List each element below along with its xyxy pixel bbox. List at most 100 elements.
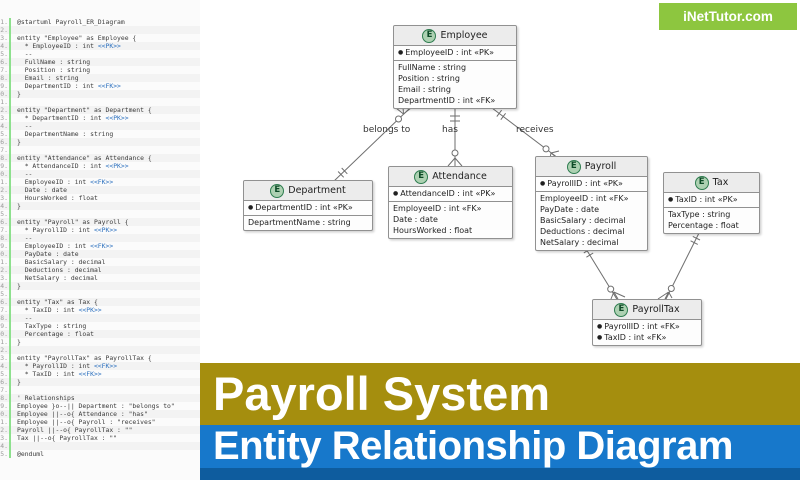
code-line: 54. xyxy=(0,442,200,450)
code-line: 23. HoursWorked : float xyxy=(0,194,200,202)
site-logo: iNetTutor.com xyxy=(659,3,797,30)
code-line: 53.Tax ||--o{ PayrollTax : "" xyxy=(0,434,200,442)
entity-attribute: Date : date xyxy=(393,215,438,224)
code-line: 27. * PayrollID : int <<PK>> xyxy=(0,226,200,234)
banner-title: Payroll System xyxy=(200,363,800,425)
entity-attribute: ●EmployeeID : int «PK» xyxy=(398,48,495,57)
code-line: 14. -- xyxy=(0,122,200,130)
relationship-label-receives: receives xyxy=(516,125,554,135)
entity-name: PayrollTax xyxy=(632,304,680,315)
entity-attribute: PayDate : date xyxy=(540,205,600,214)
entity-attribute: TaxType : string xyxy=(668,210,731,219)
code-line: 25. xyxy=(0,210,200,218)
entity-header: E PayrollTax xyxy=(593,300,701,320)
entity-payroll: E Payroll ●PayrollID : int «PK» Employee… xyxy=(535,156,648,251)
entity-department: E Department ●DepartmentID : int «PK» De… xyxy=(243,180,373,231)
code-line: 17. xyxy=(0,146,200,154)
pk-bullet: ● xyxy=(668,196,674,203)
code-line: 10.} xyxy=(0,90,200,98)
code-line: 1.@startuml Payroll_ER_Diagram xyxy=(0,18,200,26)
entity-attribute: Percentage : float xyxy=(668,221,739,230)
entity-attribute: EmployeeID : int «FK» xyxy=(393,204,482,213)
code-line: 7. Position : string xyxy=(0,66,200,74)
code-line: 47. xyxy=(0,386,200,394)
code-line: 40. Percentage : float xyxy=(0,330,200,338)
code-line: 3.entity "Employee" as Employee { xyxy=(0,34,200,42)
code-line: 48.' Relationships xyxy=(0,394,200,402)
entity-name: Employee xyxy=(440,30,488,41)
code-line: 26.entity "Payroll" as Payroll { xyxy=(0,218,200,226)
er-diagram-canvas: E Employee ●EmployeeID : int «PK» FullNa… xyxy=(200,0,800,363)
code-line: 2. xyxy=(0,26,200,34)
entity-attribute: ●TaxID : int «PK» xyxy=(668,195,738,204)
code-line: 33. NetSalary : decimal xyxy=(0,274,200,282)
entity-header: E Department xyxy=(244,181,372,201)
entity-icon: E xyxy=(414,169,429,184)
pk-bullet: ● xyxy=(393,190,399,197)
code-line: 20. -- xyxy=(0,170,200,178)
entity-attribute: ●PayrollID : int «PK» xyxy=(540,179,623,188)
entity-header: E Tax xyxy=(664,173,759,193)
code-line: 11. xyxy=(0,98,200,106)
code-line: 34.} xyxy=(0,282,200,290)
entity-attribute: ●AttendanceID : int «PK» xyxy=(393,189,496,198)
code-line: 22. Date : date xyxy=(0,186,200,194)
entity-attribute: ●DepartmentID : int «PK» xyxy=(248,203,353,212)
entity-attribute: DepartmentName : string xyxy=(248,218,351,227)
connector-employee-attendance xyxy=(447,108,463,168)
entity-icon: E xyxy=(694,175,709,190)
code-line: 28. -- xyxy=(0,234,200,242)
pk-bullet: ● xyxy=(248,204,254,211)
pk-bullet: ● xyxy=(540,180,546,187)
connector-tax-payrolltax xyxy=(657,230,701,302)
entity-name: Attendance xyxy=(432,171,487,182)
code-line: 46.} xyxy=(0,378,200,386)
entity-icon: E xyxy=(422,28,437,43)
code-line: 29. EmployeeID : int <<FK>> xyxy=(0,242,200,250)
entity-attribute: ●PayrollID : int «FK» xyxy=(597,322,680,331)
entity-attribute: ●TaxID : int «FK» xyxy=(597,333,667,342)
code-line: 21. EmployeeID : int <<FK>> xyxy=(0,178,200,186)
banner-footer-strip xyxy=(200,468,800,480)
code-line: 38. -- xyxy=(0,314,200,322)
entity-attribute: Email : string xyxy=(398,85,451,94)
entity-icon: E xyxy=(270,183,285,198)
code-line: 12.entity "Department" as Department { xyxy=(0,106,200,114)
code-line: 15. DepartmentName : string xyxy=(0,130,200,138)
entity-attribute: HoursWorked : float xyxy=(393,226,473,235)
code-line: 37. * TaxID : int <<PK>> xyxy=(0,306,200,314)
code-line: 45. * TaxID : int <<FK>> xyxy=(0,370,200,378)
code-line: 35. xyxy=(0,290,200,298)
entity-header: E Attendance xyxy=(389,167,512,187)
entity-attribute: DepartmentID : int «FK» xyxy=(398,96,496,105)
pk-bullet: ● xyxy=(398,49,404,56)
connector-payroll-payrolltax xyxy=(582,243,626,302)
code-line: 39. TaxType : string xyxy=(0,322,200,330)
code-line: 36.entity "Tax" as Tax { xyxy=(0,298,200,306)
pk-bullet: ● xyxy=(597,323,603,330)
code-line: 16.} xyxy=(0,138,200,146)
entity-attribute: FullName : string xyxy=(398,63,467,72)
relationship-label-has: has xyxy=(442,125,458,135)
entity-attendance: E Attendance ●AttendanceID : int «PK» Em… xyxy=(388,166,513,239)
code-line: 30. PayDate : date xyxy=(0,250,200,258)
entity-header: E Payroll xyxy=(536,157,647,177)
banner-subtitle: Entity Relationship Diagram xyxy=(200,425,800,468)
entity-attribute: EmployeeID : int «FK» xyxy=(540,194,629,203)
code-line: 55.@enduml xyxy=(0,450,200,458)
relationship-label-belongs-to: belongs to xyxy=(363,125,411,135)
entity-attribute: BasicSalary : decimal xyxy=(540,216,626,225)
code-line: 8. Email : string xyxy=(0,74,200,82)
entity-icon: E xyxy=(566,159,581,174)
code-line: 5. -- xyxy=(0,50,200,58)
code-line: 31. BasicSalary : decimal xyxy=(0,258,200,266)
entity-icon: E xyxy=(614,302,629,317)
code-line: 6. FullName : string xyxy=(0,58,200,66)
code-line: 43.entity "PayrollTax" as PayrollTax { xyxy=(0,354,200,362)
code-line: 9. DepartmentID : int <<FK>> xyxy=(0,82,200,90)
code-line: 49.Employee }o--|| Department : "belongs… xyxy=(0,402,200,410)
code-line: 13. * DepartmentID : int <<PK>> xyxy=(0,114,200,122)
code-line: 41.} xyxy=(0,338,200,346)
entity-tax: E Tax ●TaxID : int «PK» TaxType : string… xyxy=(663,172,760,234)
